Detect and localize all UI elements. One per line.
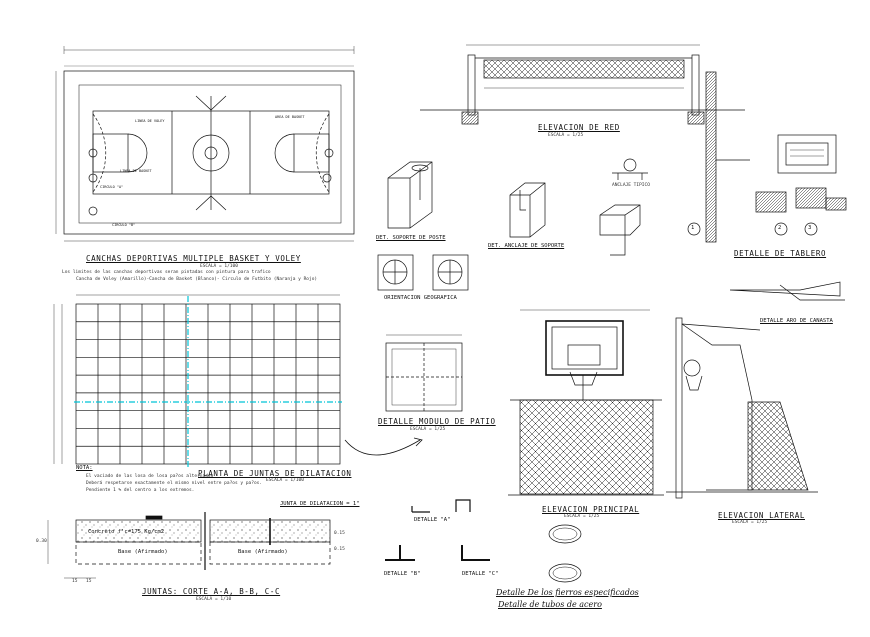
dim-015b: 0.15 xyxy=(334,547,345,552)
dilatacion-scale: ESCALA = 1/100 xyxy=(266,478,304,483)
court-scale: ESCALA = 1/100 xyxy=(200,264,238,269)
dim-15a: 15 xyxy=(72,579,78,584)
juntas-corte-title: JUNTAS: CORTE A-A, B-B, C-C xyxy=(142,587,281,596)
soporte-title: DET. SOPORTE DE POSTE xyxy=(376,235,446,241)
base-right-label: Base (Afirmado) xyxy=(238,549,288,555)
juntas-corte-scale: ESCALA = 1/10 xyxy=(196,597,232,602)
tubos-title: Detalle de tubos de acero xyxy=(498,600,602,609)
nota-item-1: El vaciado de las losa de losa pa?os alt… xyxy=(86,474,214,479)
orientation-symbols xyxy=(377,254,469,291)
fierros-title: Detalle De los fierros especificados xyxy=(496,588,639,597)
patio-title: DETALLE MODULO DE PATIO xyxy=(378,417,496,426)
net-elevation xyxy=(420,44,745,125)
anclaje-title: DET. ANCLAJE DE SOPORTE xyxy=(488,243,565,249)
nota-heading: NOTA: xyxy=(76,465,93,471)
junta-dilatacion-label: JUNTA DE DILATACION = 1" xyxy=(280,501,360,507)
main-elev-scale: ESCALA = 1/25 xyxy=(564,514,600,519)
svg-text:LINEA DE BASKET: LINEA DE BASKET xyxy=(120,169,153,173)
joint-section xyxy=(47,512,331,579)
court-note-1: Los limites de las canchas deportivas se… xyxy=(62,270,271,275)
anclaje-tipico: ANCLAJE TIPICO xyxy=(612,183,650,188)
post-support-details xyxy=(387,158,648,256)
side-elev-scale: ESCALA = 1/25 xyxy=(732,520,768,525)
circle-2: 2 xyxy=(778,225,782,231)
detalle-b: DETALLE "B" xyxy=(384,571,421,577)
backboard-detail xyxy=(687,71,847,301)
aro-title: DETALLE ARO DE CANASTA xyxy=(760,318,833,324)
court-title: CANCHAS DEPORTIVAS MULTIPLE BASKET Y VOL… xyxy=(86,254,301,263)
base-left-label: Base (Afirmado) xyxy=(118,549,168,555)
net-elevation-title: ELEVACION DE RED xyxy=(538,123,620,132)
side-elev-title: ELEVACION LATERAL xyxy=(718,511,805,520)
detalle-c: DETALLE "C" xyxy=(462,571,499,577)
patio-scale: ESCALA = 1/25 xyxy=(410,427,446,432)
dim-030: 0.30 xyxy=(36,539,47,544)
circle-1: 1 xyxy=(691,225,695,231)
circle-3: 3 xyxy=(808,225,812,231)
tablero-title: DETALLE DE TABLERO xyxy=(734,249,827,258)
court-plan xyxy=(55,46,355,242)
main-elev-title: ELEVACION PRINCIPAL xyxy=(542,505,640,514)
court-note-2: Cancha de Voley (Amarillo)-Cancha de Bas… xyxy=(76,277,318,282)
concreto-label: Concreto f'c=175 Kg/cm2 xyxy=(88,529,165,535)
reference-arrow xyxy=(344,439,421,456)
dim-15b: 15 xyxy=(86,579,92,584)
nota-item-3: Pendiente 1 % del centro a los extremos. xyxy=(86,488,195,493)
svg-text:AREA DE BASKET: AREA DE BASKET xyxy=(275,115,305,119)
svg-text:CIRCULO "B": CIRCULO "B" xyxy=(112,223,135,227)
side-elevation xyxy=(666,317,818,499)
dilatacion-title: PLANTA DE JUNTAS DE DILATACION xyxy=(198,469,352,478)
detalle-a: DETALLE "A" xyxy=(414,517,451,523)
main-elevation xyxy=(508,309,664,496)
patio-module-detail xyxy=(385,334,463,412)
nota-item-2: Deberá respetarse exactamente el mismo n… xyxy=(86,481,263,486)
svg-text:CIRCULO "A": CIRCULO "A" xyxy=(100,185,123,189)
net-elevation-scale: ESCALA = 1/25 xyxy=(548,133,584,138)
dim-015a: 0.15 xyxy=(334,531,345,536)
svg-text:LINEA DE VOLEY: LINEA DE VOLEY xyxy=(135,119,165,123)
orientacion-title: ORIENTACION GEOGRAFICA xyxy=(384,295,457,301)
rebar-details xyxy=(385,499,582,583)
